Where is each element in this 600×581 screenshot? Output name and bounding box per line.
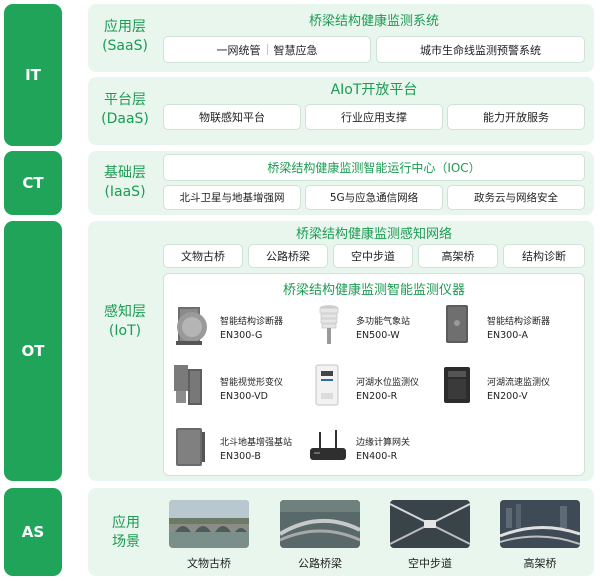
saas-label: 应用层 (SaaS) (90, 18, 160, 56)
device-name-7: 北斗地基增强基站 (220, 438, 293, 448)
saas-box-governance[interactable]: 一网统管智慧应急 (163, 36, 371, 63)
scene-caption-elevated: 高架桥 (523, 557, 557, 570)
instrument-title: 桥梁结构健康监测智能监测仪器 (282, 283, 465, 298)
iot-label-code: (IoT) (108, 323, 142, 339)
iaas-label-name: 基础层 (104, 165, 146, 181)
scene-label-line2: 场景 (112, 534, 140, 550)
iot-label-name: 感知层 (104, 304, 146, 320)
device-code-8: EN400-R (356, 451, 398, 462)
saas-box-item-a: 一网统管 (216, 43, 261, 57)
box-sensor-icon (446, 305, 468, 343)
device-name-6: 河湖流速监测仪 (487, 378, 551, 388)
device-code-7: EN300-B (220, 451, 261, 462)
device-name-8: 边缘计算网关 (356, 438, 411, 448)
divider (266, 44, 268, 55)
iot-network-item-skywalk[interactable]: 空中步道 (333, 244, 413, 268)
scene-caption-highway: 公路桥梁 (298, 557, 342, 570)
gateway-icon (310, 430, 346, 460)
device-name-2: 多功能气象站 (356, 317, 411, 327)
saas-box-item-b: 智慧应急 (273, 43, 318, 57)
layer-tag-ot: OT (4, 221, 62, 481)
flow-meter-icon (444, 367, 470, 403)
device-name-3: 智能结构诊断器 (487, 317, 551, 327)
device-code-4: EN300-VD (220, 391, 268, 402)
layer-tag-as-text: AS (21, 523, 45, 541)
skywalk-image (390, 500, 470, 548)
layer-tag-ct: CT (4, 151, 62, 215)
daas-box-industry[interactable]: 行业应用支撑 (305, 104, 443, 130)
device-code-6: EN200-V (487, 391, 528, 402)
scene-caption-ancient: 文物古桥 (187, 557, 231, 570)
scene-label-line1: 应用 (112, 515, 140, 531)
device-code-3: EN300-A (487, 330, 528, 341)
base-station-icon (176, 428, 205, 466)
scene-label: 应用 场景 (98, 514, 154, 552)
device-name-1: 智能结构诊断器 (220, 317, 284, 327)
daas-title: AIoT开放平台 (330, 82, 418, 98)
layer-tag-it-text: IT (25, 66, 41, 84)
scene-caption-skywalk: 空中步道 (408, 557, 452, 570)
layer-tag-ot-text: OT (21, 342, 45, 360)
saas-title: 桥梁结构健康监测系统 (308, 14, 439, 29)
cylinder-sensor-icon (176, 307, 207, 345)
iaas-box-cloud[interactable]: 政务云与网络安全 (447, 185, 585, 210)
iaas-box-beidou[interactable]: 北斗卫星与地基增强网 (163, 185, 301, 210)
saas-label-code: (SaaS) (102, 38, 148, 54)
iaas-ioc-title[interactable]: 桥梁结构健康监测智能运行中心（IOC） (163, 154, 585, 181)
iot-label: 感知层 (IoT) (90, 303, 160, 341)
iaas-box-5g[interactable]: 5G与应急通信网络 (305, 185, 443, 210)
device-name-4: 智能视觉形变仪 (220, 378, 284, 388)
layer-tag-ct-text: CT (22, 174, 44, 192)
layer-tag-as: AS (4, 488, 62, 576)
highway-bridge-image (280, 500, 360, 548)
saas-box-lifeline[interactable]: 城市生命线监测预警系统 (376, 36, 585, 63)
daas-box-iot-platform[interactable]: 物联感知平台 (163, 104, 301, 130)
elevated-bridge-image (500, 500, 580, 548)
ancient-bridge-image (169, 500, 249, 548)
daas-label-code: (DaaS) (101, 111, 149, 127)
iot-network-item-highway[interactable]: 公路桥梁 (248, 244, 328, 268)
iot-network-item-diagnosis[interactable]: 结构诊断 (503, 244, 585, 268)
device-code-1: EN300-G (220, 330, 263, 341)
daas-box-capability[interactable]: 能力开放服务 (447, 104, 585, 130)
weather-station-icon (319, 305, 339, 344)
level-meter-icon (315, 364, 339, 406)
iaas-label: 基础层 (IaaS) (90, 164, 160, 202)
camera-icon (174, 365, 202, 405)
iot-network-item-elevated[interactable]: 高架桥 (418, 244, 498, 268)
device-code-2: EN500-W (356, 330, 400, 341)
device-name-5: 河湖水位监测仪 (356, 378, 420, 388)
daas-label-name: 平台层 (104, 92, 146, 108)
device-code-5: EN200-R (356, 391, 398, 402)
layer-tag-it: IT (4, 4, 62, 146)
instrument-panel (163, 273, 585, 476)
daas-label: 平台层 (DaaS) (90, 91, 160, 129)
saas-label-name: 应用层 (104, 19, 146, 35)
iot-network-item-ancient[interactable]: 文物古桥 (163, 244, 243, 268)
iot-network-title: 桥梁结构健康监测感知网络 (295, 227, 452, 242)
iaas-label-code: (IaaS) (104, 184, 146, 200)
